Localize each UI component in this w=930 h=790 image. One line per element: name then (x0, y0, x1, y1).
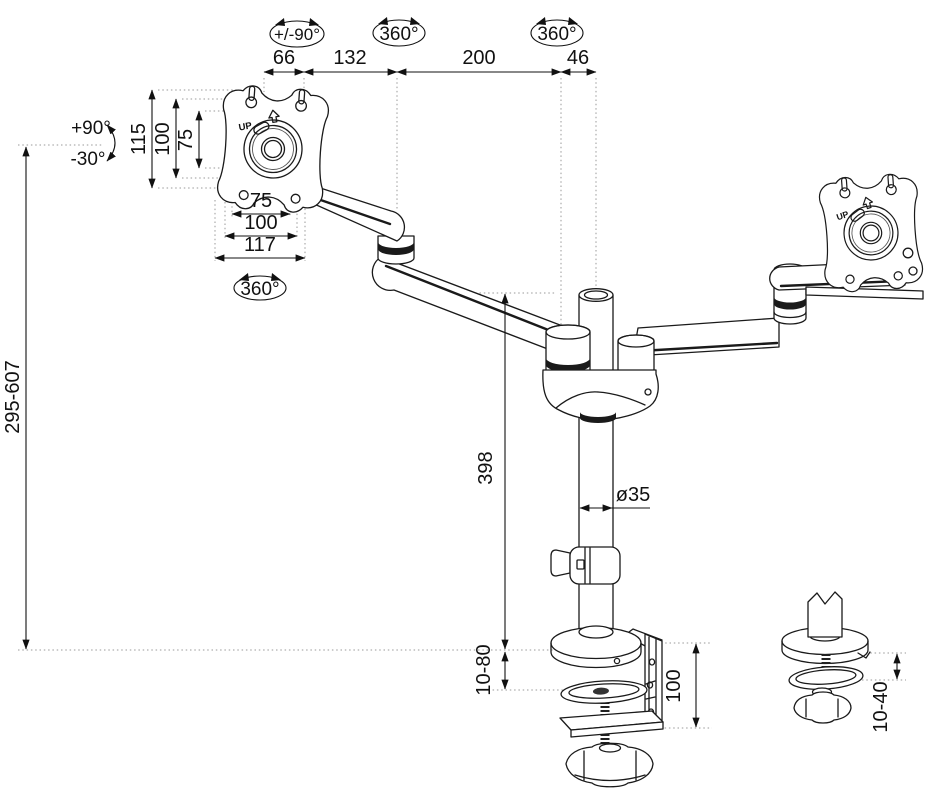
dim-66: 66 (273, 47, 295, 69)
dim-pole-diameter: ø35 (616, 484, 650, 506)
left-lower-arm (371, 256, 575, 357)
pole-hub (542, 324, 659, 423)
right-plate-pivot (908, 266, 918, 276)
desk-clamp (550, 625, 664, 788)
grommet-mount (781, 591, 871, 724)
right-lower-arm (632, 317, 780, 357)
right-plate-pivot (902, 247, 914, 259)
hub-screw (644, 388, 652, 396)
clamp-pad (560, 680, 648, 704)
arm-tilt-label: +/-90° (274, 25, 320, 44)
dim-46: 46 (567, 47, 589, 69)
tilt-up-label: +90° (71, 118, 111, 139)
rotation-ellipse-icon (530, 19, 584, 47)
dim-75v: 75 (175, 129, 197, 151)
dim-132: 132 (333, 47, 366, 69)
vesa-bracket-bar (805, 286, 924, 300)
grommet-ring (788, 666, 864, 690)
pole-stub (807, 591, 843, 638)
extension-lines (18, 78, 906, 729)
dim-100h: 100 (244, 212, 277, 234)
dim-clamp-range: 10-80 (473, 644, 495, 695)
cable-clip (550, 546, 621, 585)
dim-height-range: 295-607 (2, 360, 24, 433)
elbow-swivel-label: 360° (379, 24, 418, 45)
tilt-down-label: -30° (70, 149, 105, 170)
dim-grommet-range: 10-40 (870, 681, 892, 732)
vesa-plate-left (215, 83, 331, 215)
rotation-ellipse-icon (233, 275, 287, 301)
dim-117: 117 (244, 234, 276, 256)
dim-clamp-height: 100 (663, 669, 685, 702)
rotation-ellipse-icon (269, 20, 325, 48)
vesa-plate-right (817, 171, 925, 295)
dim-398: 398 (475, 451, 497, 484)
tilt-arc-arrow (106, 124, 116, 162)
vesa-rotate-label: 360° (240, 279, 279, 300)
dim-200: 200 (462, 47, 495, 69)
dim-100v: 100 (152, 122, 174, 155)
dimension-lines (22, 68, 901, 728)
left-elbow-joint (377, 235, 415, 265)
grommet-knob (793, 691, 852, 724)
rotation-ellipse-icon (372, 19, 426, 47)
monitor-arm-artwork (215, 83, 925, 788)
dim-115: 115 (128, 123, 150, 155)
pole-swivel-label: 360° (537, 24, 576, 45)
dim-75h: 75 (250, 190, 272, 212)
dimension-labels: +/-90° 360° 360° 360° 66 132 200 46 +90°… (2, 24, 892, 733)
clamp-knob (565, 742, 654, 788)
rotation-symbols (233, 17, 584, 301)
